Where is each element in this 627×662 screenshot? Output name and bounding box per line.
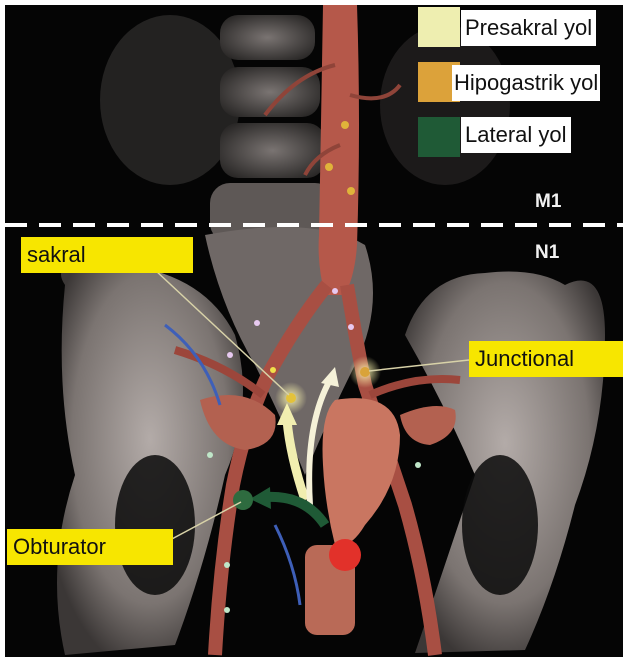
left-obturator-foramen <box>115 455 195 595</box>
lesion <box>329 539 361 571</box>
para-aortic-node-3 <box>347 187 355 195</box>
left-kidney <box>100 15 240 185</box>
right-kidney <box>380 25 510 185</box>
vertebra-1 <box>220 15 315 60</box>
right-adnexa <box>400 406 456 445</box>
iliac-node-4 <box>227 352 233 358</box>
legend-label-presacral: Presakral yol <box>461 10 596 46</box>
iliac-node-3 <box>348 324 354 330</box>
legend-swatch-presacral <box>418 7 460 47</box>
junctional-node <box>360 367 370 377</box>
iliac-node-1 <box>254 320 260 326</box>
iliac-node-2 <box>332 288 338 294</box>
lateral-arrowhead <box>250 487 271 509</box>
level-label-n1: N1 <box>535 242 559 264</box>
external-node-5 <box>270 367 276 373</box>
external-node-3 <box>224 607 230 613</box>
external-node-2 <box>224 562 230 568</box>
callout-sakral: sakral <box>21 237 193 273</box>
anatomy-figure: Presakral yol Hipogastrik yol Lateral yo… <box>5 5 623 657</box>
external-node-1 <box>207 452 213 458</box>
legend-label-lateral: Lateral yol <box>461 117 571 153</box>
blue-vein-lower <box>275 525 300 605</box>
legend-label-hypogastric: Hipogastrik yol <box>452 65 600 101</box>
legend-swatch-lateral <box>418 117 460 157</box>
callout-obturator: Obturator <box>7 529 173 565</box>
obturator-node <box>233 490 253 510</box>
right-obturator-foramen <box>462 455 538 595</box>
uterus <box>323 398 401 546</box>
aorta <box>319 5 359 295</box>
external-node-4 <box>415 462 421 468</box>
para-aortic-node-2 <box>325 163 333 171</box>
level-label-m1: M1 <box>535 191 561 213</box>
lateral-arrow <box>267 497 325 525</box>
para-aortic-node-1 <box>341 121 349 129</box>
callout-junctional: Junctional <box>469 341 623 377</box>
